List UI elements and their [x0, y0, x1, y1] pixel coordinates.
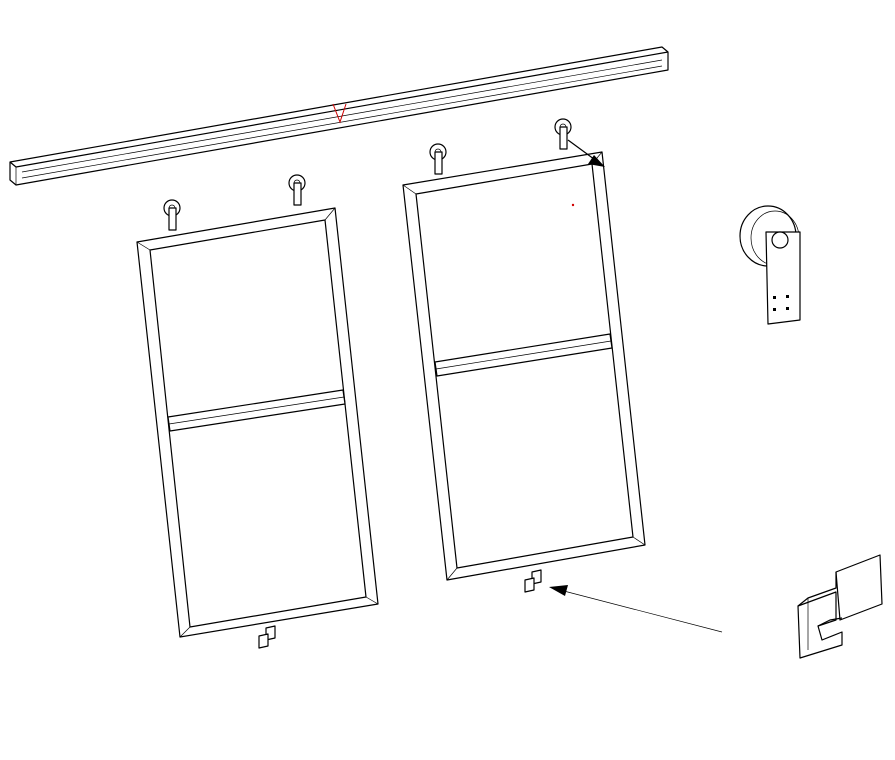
small-hangers: [163, 118, 572, 231]
floor-guide-small: [258, 569, 542, 649]
marker-dot-icon: [571, 203, 575, 207]
door-right: [402, 151, 646, 581]
track-rail: [9, 46, 669, 186]
arrow-icon: [549, 585, 723, 633]
arrow-icon: [567, 139, 605, 167]
hanger-icon: [429, 143, 447, 175]
floor-guide-detail: [797, 554, 883, 659]
roller-hanger-detail: [739, 205, 801, 325]
hanger-icon: [554, 118, 572, 150]
door-left: [136, 207, 379, 638]
hanger-icon: [163, 199, 181, 231]
center-marker-icon: [332, 103, 347, 124]
hanger-icon: [288, 174, 306, 206]
